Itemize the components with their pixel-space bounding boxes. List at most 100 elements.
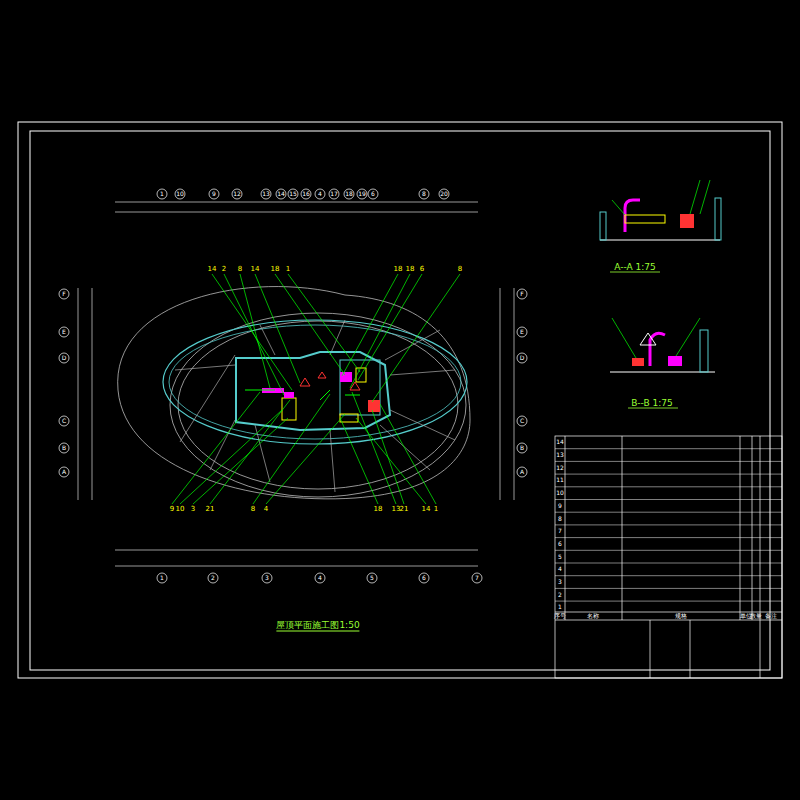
row-number: 9	[558, 503, 562, 509]
axis-number: 8	[422, 191, 426, 197]
axis-bubble	[329, 189, 339, 199]
axis-bubble	[419, 573, 429, 583]
axis-number: 16	[302, 191, 310, 197]
axis-bubble	[301, 189, 311, 199]
table-header: 序号	[554, 613, 566, 619]
axis-number: 13	[262, 191, 270, 197]
row-number: 8	[558, 516, 562, 522]
callout-number: 6	[420, 266, 424, 273]
axis-bubble	[315, 573, 325, 583]
axis-number: 10	[176, 191, 184, 197]
row-number: 4	[558, 566, 562, 572]
axis-number: 20	[440, 191, 448, 197]
axis-number: 17	[330, 191, 338, 197]
axis-bubble	[59, 327, 69, 337]
axis-number: 14	[277, 191, 285, 197]
section-label: A--A 1:75	[614, 263, 655, 272]
axis-bubble	[262, 573, 272, 583]
axis-number: E	[520, 329, 524, 335]
axis-bubble	[517, 443, 527, 453]
axis-number: 7	[475, 575, 479, 581]
callout-number: 2	[222, 266, 226, 273]
axis-bubble	[261, 189, 271, 199]
axis-bubble	[59, 353, 69, 363]
axis-number: 15	[289, 191, 297, 197]
callout-number: 8	[251, 506, 255, 513]
callout-number: 13	[392, 506, 401, 513]
axis-number: F	[62, 291, 65, 297]
axis-bubble	[344, 189, 354, 199]
row-number: 10	[556, 490, 564, 496]
axis-number: 9	[212, 191, 216, 197]
axis-bubble	[59, 467, 69, 477]
callout-number: 3	[191, 506, 195, 513]
axis-number: 4	[318, 191, 322, 197]
callout-number: 14	[251, 266, 260, 273]
axis-number: 6	[371, 191, 375, 197]
callout-number: 21	[206, 506, 215, 513]
axis-bubble	[59, 416, 69, 426]
axis-bubble	[208, 573, 218, 583]
callout-number: 18	[271, 266, 280, 273]
axis-number: 5	[370, 575, 374, 581]
axis-number: F	[520, 291, 523, 297]
axis-bubble	[157, 189, 167, 199]
row-number: 11	[556, 477, 564, 483]
axis-number: C	[520, 418, 524, 424]
axis-bubble	[517, 467, 527, 477]
table-header: 备注	[765, 613, 777, 619]
axis-number: A	[62, 469, 66, 475]
callout-number: 9	[170, 506, 174, 513]
axis-bubble	[157, 573, 167, 583]
axis-bubble	[517, 353, 527, 363]
axis-bubble	[439, 189, 449, 199]
callout-number: 1	[286, 266, 290, 273]
row-number: 3	[558, 579, 562, 585]
axis-number: 1	[160, 575, 164, 581]
axis-number: B	[62, 445, 66, 451]
axis-number: 12	[233, 191, 241, 197]
axis-bubble	[59, 289, 69, 299]
axis-bubble	[276, 189, 286, 199]
callout-number: 8	[458, 266, 462, 273]
axis-number: A	[520, 469, 524, 475]
axis-number: 2	[211, 575, 215, 581]
axis-bubble	[517, 289, 527, 299]
callout-number: 14	[422, 506, 431, 513]
row-number: 13	[556, 452, 564, 458]
callout-number: 18	[406, 266, 415, 273]
axis-bubble	[368, 189, 378, 199]
row-number: 14	[556, 439, 564, 445]
table-header: 数量	[750, 613, 762, 619]
table-header: 规格	[675, 613, 687, 619]
axis-bubble	[517, 416, 527, 426]
callout-number: 21	[400, 506, 409, 513]
axis-number: D	[62, 355, 67, 361]
row-number: 6	[558, 541, 562, 547]
row-number: 7	[558, 528, 562, 534]
callout-number: 10	[176, 506, 185, 513]
axis-bubble	[288, 189, 298, 199]
axis-number: D	[520, 355, 525, 361]
axis-number: 1	[160, 191, 164, 197]
axis-number: 4	[318, 575, 322, 581]
axis-number: B	[520, 445, 524, 451]
callout-number: 1	[434, 506, 438, 513]
axis-bubble	[419, 189, 429, 199]
axis-number: 3	[265, 575, 269, 581]
row-number: 1	[558, 604, 562, 610]
callout-number: 8	[238, 266, 242, 273]
callout-number: 14	[208, 266, 217, 273]
axis-bubble	[315, 189, 325, 199]
callout-number: 4	[264, 506, 268, 513]
callout-number: 18	[394, 266, 403, 273]
axis-number: 18	[345, 191, 353, 197]
callout-number: 18	[374, 506, 383, 513]
axis-bubble	[59, 443, 69, 453]
axis-bubble	[175, 189, 185, 199]
drawing-title: 屋顶平面施工图1:50	[276, 621, 359, 632]
axis-bubble	[367, 573, 377, 583]
axis-bubble	[472, 573, 482, 583]
